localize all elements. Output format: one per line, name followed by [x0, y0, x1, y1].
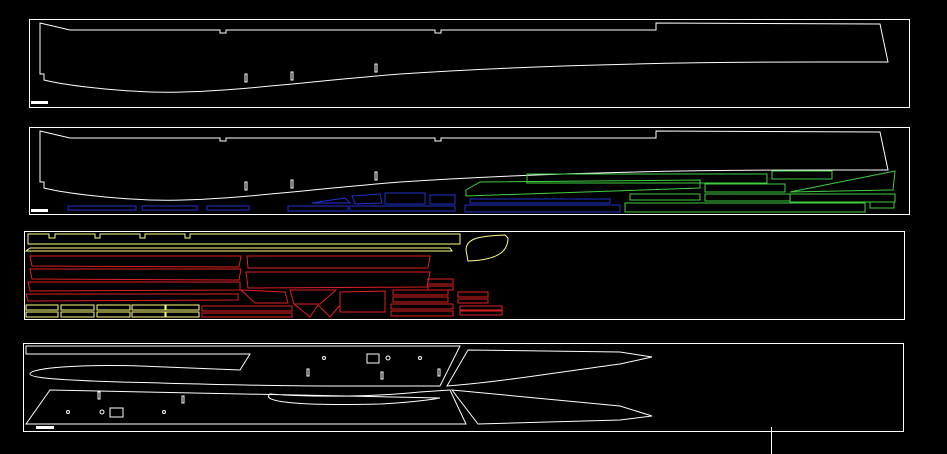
red-part — [392, 296, 449, 303]
red-part — [459, 310, 503, 316]
yellow-block — [131, 304, 166, 311]
green-part — [771, 170, 833, 180]
wing-rib-outline — [39, 130, 889, 201]
green-part — [624, 202, 866, 213]
green-parts — [465, 170, 896, 213]
yellow-block — [165, 311, 200, 318]
yellow-block — [60, 304, 95, 311]
slot — [437, 368, 441, 377]
yellow-spar — [24, 247, 453, 252]
blue-part — [429, 194, 456, 205]
sheet-4 — [23, 343, 904, 432]
blue-part — [464, 204, 621, 213]
hole — [385, 355, 391, 361]
fuselage-side-bottom — [25, 389, 467, 425]
yellow-block — [25, 311, 59, 318]
sheet-1-border — [29, 19, 910, 108]
green-part — [526, 173, 768, 184]
red-part — [459, 305, 503, 311]
hole — [322, 356, 326, 360]
yellow-block — [131, 311, 166, 318]
blue-part — [349, 205, 456, 212]
slot — [244, 73, 248, 83]
green-part — [704, 183, 786, 193]
blue-parts — [67, 192, 621, 213]
sheet-1 — [29, 19, 910, 108]
yellow-block — [96, 311, 131, 318]
sheet-4-border — [23, 343, 904, 432]
blue-part — [67, 205, 137, 211]
red-part — [27, 281, 241, 292]
red-part — [427, 278, 454, 285]
hole — [66, 410, 70, 414]
red-part — [427, 285, 454, 291]
red-part — [245, 271, 431, 289]
slot — [374, 171, 378, 181]
red-part — [239, 289, 289, 304]
yellow-parts — [24, 233, 509, 318]
blue-part — [287, 205, 349, 212]
green-part — [789, 170, 896, 193]
green-part — [869, 201, 895, 209]
blue-part — [206, 205, 250, 211]
red-part — [390, 310, 454, 317]
blue-part — [311, 197, 352, 204]
yellow-curved-part — [465, 234, 509, 262]
slot — [290, 71, 294, 81]
slot — [244, 181, 248, 191]
red-part — [293, 303, 341, 318]
slot — [380, 371, 384, 380]
green-part — [704, 193, 791, 202]
wing-rib-outline — [39, 22, 889, 93]
scale-bar — [31, 209, 48, 212]
cutout — [109, 407, 124, 418]
sheet-3-border — [24, 231, 905, 320]
yellow-block — [96, 304, 131, 311]
hole — [162, 410, 166, 414]
sheet-3 — [24, 231, 905, 320]
sheet-2 — [29, 127, 910, 215]
blue-part — [469, 198, 611, 204]
yellow-block — [60, 311, 95, 318]
green-part — [629, 193, 701, 201]
slot — [306, 368, 310, 377]
green-part — [789, 193, 896, 203]
yellow-spar — [27, 233, 461, 245]
scale-bar — [36, 426, 54, 429]
fuselage-side-top — [25, 345, 461, 387]
red-part — [457, 291, 489, 298]
scale-bar — [31, 101, 48, 104]
red-part — [29, 255, 242, 268]
stabilizer-bottom — [450, 389, 653, 425]
hole — [99, 409, 105, 415]
slot — [181, 395, 185, 404]
red-part — [29, 268, 242, 281]
cutout — [366, 353, 380, 364]
red-part — [392, 289, 449, 296]
red-part — [201, 305, 293, 312]
blue-part — [384, 192, 426, 205]
red-part — [390, 303, 454, 310]
hole — [418, 356, 422, 360]
red-part — [201, 312, 293, 318]
stabilizer-top — [446, 349, 653, 387]
sheet-2-border — [29, 127, 910, 215]
yellow-block — [165, 304, 200, 311]
blue-part — [351, 193, 383, 205]
red-part — [339, 290, 386, 313]
red-part — [289, 289, 338, 305]
blue-part — [141, 205, 198, 211]
slot — [374, 63, 378, 73]
red-part — [246, 255, 431, 269]
slot — [97, 391, 101, 400]
red-parts — [25, 255, 503, 318]
red-part — [457, 298, 489, 304]
green-part — [465, 179, 701, 197]
yellow-block — [25, 304, 59, 311]
red-part — [25, 293, 239, 302]
slot — [290, 179, 294, 189]
